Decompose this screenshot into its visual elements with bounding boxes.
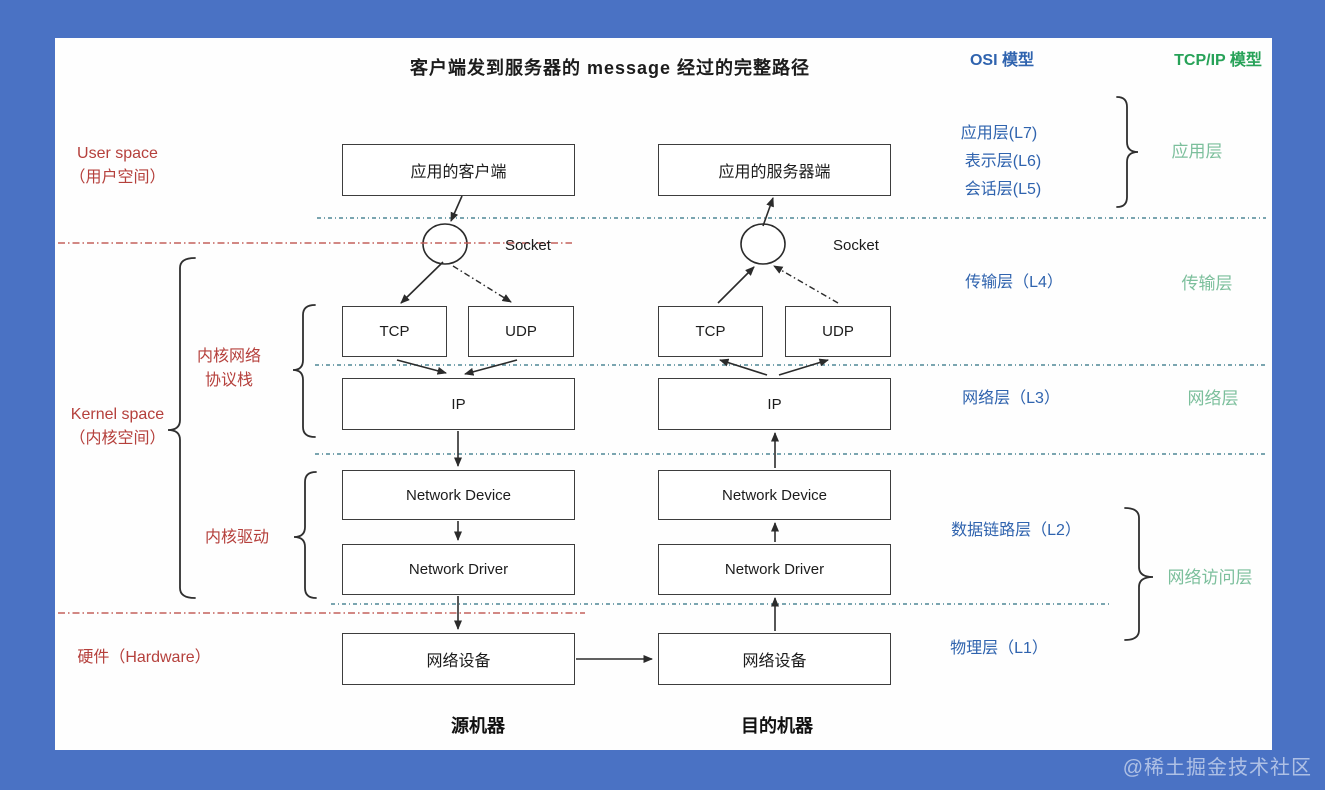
arrow-udp-to-ip bbox=[464, 359, 518, 376]
tcpip-layer-transport: 传输层 bbox=[1181, 274, 1233, 293]
arrow-tcp-to-socket bbox=[717, 266, 755, 304]
kernel-space-label-zh: （内核空间） bbox=[69, 430, 166, 447]
source-socket-circle bbox=[422, 223, 468, 265]
brace-network-access-layer bbox=[1124, 507, 1154, 641]
hardware-label: 硬件（Hardware） bbox=[77, 649, 211, 666]
osi-layer-l6: 表示层(L6) bbox=[964, 153, 1042, 170]
osi-layer-l5: 会话层(L5) bbox=[964, 181, 1042, 198]
dest-tcp-box: TCP bbox=[658, 306, 763, 357]
tcpip-layer-application: 应用层 bbox=[1171, 142, 1223, 161]
arrow-ip-to-tcp bbox=[719, 358, 768, 376]
dest-ip-box: IP bbox=[658, 378, 891, 430]
brace-osi-application-layers bbox=[1116, 96, 1139, 208]
user-space-label: User space （用户空间） bbox=[55, 142, 180, 190]
dest-machine-caption: 目的机器 bbox=[741, 716, 813, 736]
arrow-socket-to-server-app bbox=[762, 197, 774, 227]
source-udp-box: UDP bbox=[468, 306, 574, 357]
kernel-stack-line1: 内核网络 bbox=[196, 348, 261, 365]
kernel-driver-label: 内核驱动 bbox=[204, 529, 269, 546]
osi-layer-l7: 应用层(L7) bbox=[960, 125, 1038, 142]
diagram-title: 客户端发到服务器的 message 经过的完整路径 bbox=[409, 58, 811, 78]
arrow-app-to-socket bbox=[450, 195, 463, 222]
osi-layer-l1: 物理层（L1） bbox=[950, 640, 1048, 657]
user-space-label-en: User space bbox=[77, 145, 158, 162]
source-network-device-box: Network Device bbox=[342, 470, 575, 520]
kernel-space-label-en: Kernel space bbox=[70, 406, 165, 423]
dest-network-driver-box: Network Driver bbox=[658, 544, 891, 595]
arrow-socket-to-tcp bbox=[400, 261, 444, 304]
dest-app-server-box: 应用的服务器端 bbox=[658, 144, 891, 196]
brace-kernel-space bbox=[167, 257, 196, 599]
source-ip-box: IP bbox=[342, 378, 575, 430]
source-socket-label: Socket bbox=[505, 237, 551, 254]
dest-socket-label: Socket bbox=[833, 237, 879, 254]
source-app-client-box: 应用的客户端 bbox=[342, 144, 575, 196]
dest-hardware-device-box: 网络设备 bbox=[658, 633, 891, 685]
source-machine-caption: 源机器 bbox=[451, 716, 505, 736]
brace-kernel-protocol-stack bbox=[292, 304, 316, 438]
arrow-udp-to-socket-dashed bbox=[773, 265, 839, 304]
kernel-protocol-stack-label: 内核网络 协议栈 bbox=[173, 345, 285, 393]
watermark: @稀土掘金技术社区 bbox=[1122, 757, 1312, 779]
osi-layer-l3: 网络层（L3） bbox=[962, 390, 1060, 407]
user-space-label-zh: （用户空间） bbox=[69, 169, 166, 186]
tcpip-layer-network-access: 网络访问层 bbox=[1167, 568, 1253, 587]
osi-model-header: OSI 模型 bbox=[969, 52, 1034, 69]
osi-layer-l2: 数据链路层（L2） bbox=[951, 522, 1081, 539]
arrow-tcp-to-ip bbox=[396, 359, 447, 375]
layer-divider-lines bbox=[315, 217, 1267, 605]
source-hardware-device-box: 网络设备 bbox=[342, 633, 575, 685]
dest-socket-circle bbox=[740, 223, 786, 265]
diagram-connectors bbox=[58, 96, 1267, 663]
brace-kernel-driver bbox=[293, 471, 317, 599]
source-tcp-box: TCP bbox=[342, 306, 447, 357]
space-divider-lines bbox=[58, 242, 585, 614]
diagram-canvas: 客户端发到服务器的 message 经过的完整路径 OSI 模型 TCP/IP … bbox=[55, 38, 1272, 750]
source-network-driver-box: Network Driver bbox=[342, 544, 575, 595]
dest-udp-box: UDP bbox=[785, 306, 891, 357]
kernel-stack-line2: 协议栈 bbox=[204, 372, 253, 389]
tcpip-layer-network: 网络层 bbox=[1187, 389, 1239, 408]
arrow-ip-to-udp bbox=[778, 358, 829, 376]
tcpip-model-header: TCP/IP 模型 bbox=[1174, 52, 1262, 69]
arrow-socket-to-udp-dashed bbox=[452, 265, 512, 303]
osi-layer-l4: 传输层（L4） bbox=[965, 274, 1063, 291]
dest-network-device-box: Network Device bbox=[658, 470, 891, 520]
kernel-space-label: Kernel space （内核空间） bbox=[55, 403, 180, 451]
